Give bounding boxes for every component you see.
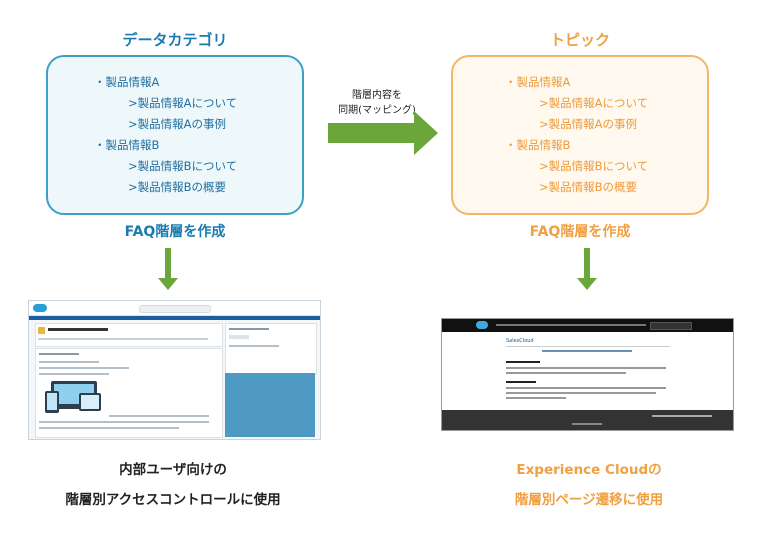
record-icon: [38, 327, 45, 334]
left-item-2: >製品情報Aについて: [128, 96, 238, 110]
right-item-2: >製品情報Aについて: [539, 96, 649, 110]
site-search-input: [650, 322, 692, 330]
sync-arrow-icon: [328, 111, 438, 155]
left-item-3: >製品情報Aの事例: [128, 117, 227, 131]
left-item-4: ・製品情報B: [94, 138, 160, 152]
right-heading: トピック: [549, 31, 610, 49]
sync-label-line2: 同期(マッピング): [338, 105, 416, 116]
left-faq-label: FAQ階層を作成: [124, 224, 226, 240]
left-caption-line1: 内部ユーザ向けの: [119, 462, 227, 478]
right-down-arrow-icon: [577, 248, 597, 290]
internal-ui-screenshot: [28, 300, 321, 440]
site-logo-icon: [476, 321, 488, 329]
right-caption: Experience Cloudの 階層別ページ遷移に使用: [429, 455, 749, 515]
data-category-panel: ・製品情報A >製品情報Aについて >製品情報Aの事例 ・製品情報B >製品情報…: [46, 55, 304, 215]
left-item-1: ・製品情報A: [94, 75, 160, 89]
sync-label: 階層内容を 同期(マッピング): [322, 88, 432, 118]
right-item-1: ・製品情報A: [505, 75, 571, 89]
site-nav: [496, 324, 646, 326]
right-item-3: >製品情報Aの事例: [539, 117, 638, 131]
left-heading: データカテゴリ: [122, 31, 228, 49]
right-caption-line1: Experience Cloudの: [516, 462, 662, 478]
cloud-logo-icon: [33, 304, 47, 312]
right-faq-label: FAQ階層を作成: [529, 224, 631, 240]
left-caption-line2: 階層別アクセスコントロールに使用: [65, 492, 281, 508]
topic-panel: ・製品情報A >製品情報Aについて >製品情報Aの事例 ・製品情報B >製品情報…: [451, 55, 709, 215]
right-item-5: >製品情報Bについて: [539, 159, 649, 173]
left-item-6: >製品情報Bの概要: [128, 180, 227, 194]
search-bar: [139, 305, 211, 313]
left-caption: 内部ユーザ向けの 階層別アクセスコントロールに使用: [13, 455, 333, 515]
left-item-5: >製品情報Bについて: [128, 159, 238, 173]
right-item-6: >製品情報Bの概要: [539, 180, 638, 194]
sync-label-line1: 階層内容を: [352, 90, 402, 101]
site-title: SalesCloud: [506, 338, 534, 344]
left-down-arrow-icon: [158, 248, 178, 290]
right-caption-line2: 階層別ページ遷移に使用: [514, 492, 664, 508]
experience-cloud-screenshot: SalesCloud: [441, 318, 734, 431]
site-footer: [442, 410, 733, 430]
right-item-4: ・製品情報B: [505, 138, 571, 152]
